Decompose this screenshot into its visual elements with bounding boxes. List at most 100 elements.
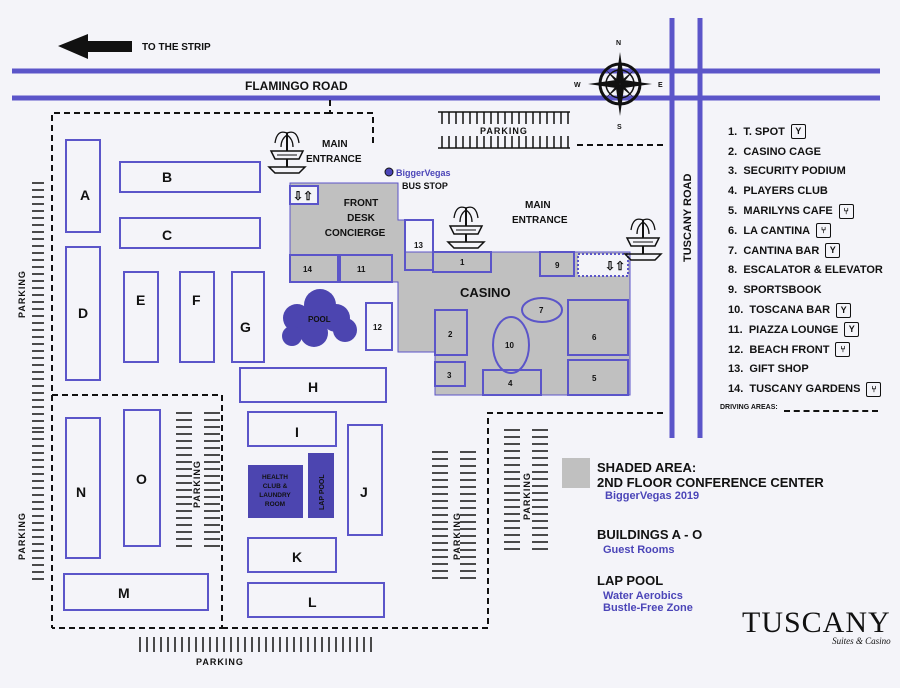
building-k	[247, 537, 337, 573]
legend-item-name: BEACH FRONT	[749, 343, 830, 356]
legend-item-name: TUSCANY GARDENS	[749, 383, 861, 396]
flamingo-road-label: FLAMINGO ROAD	[245, 79, 348, 93]
legend-item-text: 2.	[728, 145, 738, 158]
legend-item-text: 4.	[728, 185, 738, 198]
legend-item-text: 7.	[728, 244, 738, 257]
driving-area-outline	[51, 100, 665, 629]
lap-pool-key-sub2: Bustle-Free Zone	[603, 602, 693, 614]
tuscany-road	[669, 18, 703, 438]
building-n	[65, 417, 101, 559]
room-12	[365, 302, 393, 351]
shaded-key-swatch	[562, 458, 590, 488]
parking-left-lower	[32, 431, 44, 580]
cocktail-icon: Y	[836, 302, 852, 318]
building-o	[123, 409, 161, 547]
escalator-icon-2	[577, 253, 629, 277]
legend-item: 3. SECURITY PODIUM	[728, 162, 898, 182]
svg-text:CLUB &: CLUB &	[263, 483, 288, 490]
parking-right	[432, 429, 548, 579]
legend-item-name: CANTINA BAR	[743, 244, 820, 257]
cocktail-icon: Y	[790, 124, 806, 140]
parking-label-center: PARKING	[192, 460, 202, 508]
lap-pool	[308, 453, 334, 518]
tuscany-road-label: TUSCANY ROAD	[682, 174, 694, 262]
svg-text:9: 9	[555, 261, 560, 270]
building-l	[247, 582, 385, 618]
fork-knife-icon: ⑂	[816, 223, 832, 239]
legend-item-text: 10.	[728, 304, 744, 317]
building-j	[347, 424, 383, 536]
svg-text:4: 4	[508, 379, 513, 388]
building-label-b: B	[162, 169, 172, 185]
to-strip-arrow	[58, 34, 132, 59]
flamingo-road	[12, 68, 880, 101]
fork-knife-icon: ⑂	[866, 381, 882, 397]
fountain-icon	[267, 131, 307, 174]
parking-label-left-lower: PARKING	[17, 512, 27, 560]
legend-item: 8. ESCALATOR & ELEVATOR	[728, 261, 898, 281]
svg-text:12: 12	[373, 323, 382, 332]
shaded-key-credit: BiggerVegas 2019	[605, 490, 700, 502]
legend-item: 12. BEACH FRONT⑂	[728, 340, 898, 360]
compass-s: S	[617, 124, 622, 131]
legend-item: 2. CASINO CAGE	[728, 142, 898, 162]
parking-label-right1: PARKING	[452, 512, 462, 560]
legend-item-name: TOSCANA BAR	[749, 304, 831, 317]
building-label-o: O	[136, 471, 147, 487]
svg-text:ENTRANCE: ENTRANCE	[306, 154, 362, 165]
shaded-key-head: SHADED AREA:	[597, 460, 697, 475]
parking-center	[176, 412, 220, 547]
guest-buildings	[63, 139, 387, 618]
building-label-k: K	[292, 549, 302, 565]
svg-text:7: 7	[539, 306, 544, 315]
building-h	[239, 367, 387, 403]
legend-item-text: 12.	[728, 343, 744, 356]
front-desk-label: FRONT DESK CONCIERGE	[325, 198, 386, 239]
svg-text:5: 5	[592, 374, 597, 383]
building-label-n: N	[76, 484, 86, 500]
building-b	[119, 161, 261, 193]
parking-left	[32, 182, 44, 429]
legend-item: 5. MARILYNS CAFE⑂	[728, 201, 898, 221]
cocktail-icon: Y	[825, 243, 841, 259]
legend-item: 9. SPORTSBOOK	[728, 280, 898, 300]
tuscany-logo: TUSCANY Suites & Casino	[742, 606, 891, 646]
svg-text:LAUNDRY: LAUNDRY	[259, 492, 291, 499]
shaded-key: SHADED AREA: 2ND FLOOR CONFERENCE CENTER…	[597, 460, 824, 502]
compass-icon	[588, 52, 652, 116]
legend-item-name: MARILYNS CAFE	[743, 205, 833, 218]
legend-item-text: 13.	[728, 363, 744, 376]
brand-name: TUSCANY	[742, 606, 891, 639]
room-outlines	[289, 219, 629, 396]
legend-item-text: 9.	[728, 284, 738, 297]
building-g	[231, 271, 265, 363]
driving-areas-label: DRIVING AREAS:	[720, 404, 778, 411]
to-strip-label: TO THE STRIP	[142, 42, 211, 53]
legend-item: 4. PLAYERS CLUB	[728, 181, 898, 201]
svg-text:HEALTH: HEALTH	[262, 474, 288, 481]
building-label-g: G	[240, 319, 251, 335]
building-e	[123, 271, 159, 363]
building-label-j: J	[360, 484, 368, 500]
svg-text:6: 6	[592, 333, 597, 342]
lap-pool-key-head: LAP POOL	[597, 573, 664, 588]
parking-label-left: PARKING	[17, 270, 27, 318]
svg-text:ENTRANCE: ENTRANCE	[512, 215, 568, 226]
svg-text:3: 3	[447, 371, 452, 380]
parking-label-bottom: PARKING	[196, 657, 244, 667]
legend-item: 6. LA CANTINA⑂	[728, 221, 898, 241]
legend-item-name: CASINO CAGE	[743, 145, 821, 158]
compass-w: W	[574, 82, 581, 89]
compass-e: E	[658, 82, 663, 89]
parking-top	[441, 112, 569, 148]
svg-text:10: 10	[505, 341, 514, 350]
parking-stripes	[438, 111, 570, 149]
casino-label: CASINO	[460, 285, 511, 300]
svg-text:DESK: DESK	[347, 213, 376, 224]
health-club	[248, 465, 303, 518]
legend-item-text: 3.	[728, 165, 738, 178]
room-numbers: 13 1 14 11 9 12 2 3 4 5 6 7 10	[303, 241, 597, 388]
